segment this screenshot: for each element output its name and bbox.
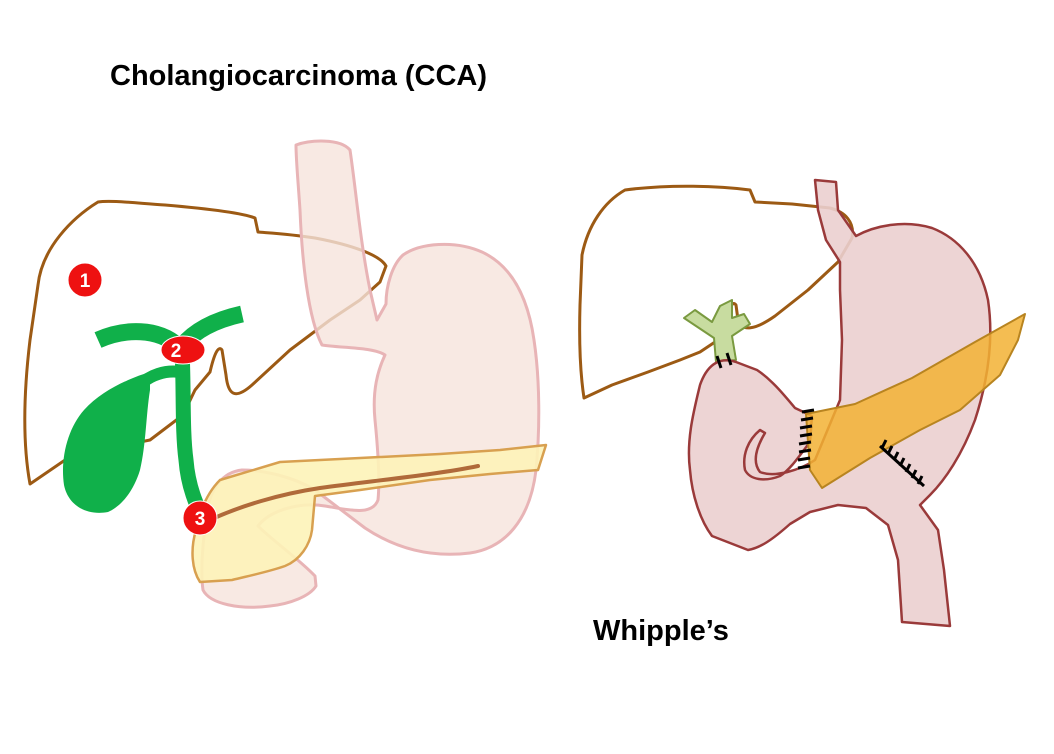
marker-3: 3 [182, 500, 218, 536]
marker-1: 1 [67, 262, 103, 298]
marker-2-label: 2 [171, 341, 182, 362]
liver-outline [23, 199, 388, 486]
marker-2: 2 [160, 335, 206, 365]
pancreatic-duct [208, 464, 480, 522]
common-bile-duct [174, 342, 214, 533]
whipple-anatomy [578, 178, 1026, 628]
marker-3-label: 3 [195, 509, 206, 530]
stomach-jejunum [687, 178, 992, 628]
pancreas-remnant [805, 313, 1026, 489]
normal-anatomy: 1 2 3 [23, 139, 548, 609]
staples-bile-anastomosis [715, 352, 733, 369]
staples-pancreatic-anastomosis [797, 408, 815, 470]
whipple-liver-outline [578, 184, 855, 400]
marker-1-label: 1 [80, 271, 91, 292]
staples-gastric-anastomosis [878, 439, 926, 488]
bile-duct-remnant [683, 299, 751, 363]
main-title: Cholangiocarcinoma (CCA) [110, 60, 487, 92]
procedure-title: Whipple’s [593, 615, 729, 647]
cystic-duct [134, 365, 186, 391]
gallbladder [62, 372, 150, 513]
